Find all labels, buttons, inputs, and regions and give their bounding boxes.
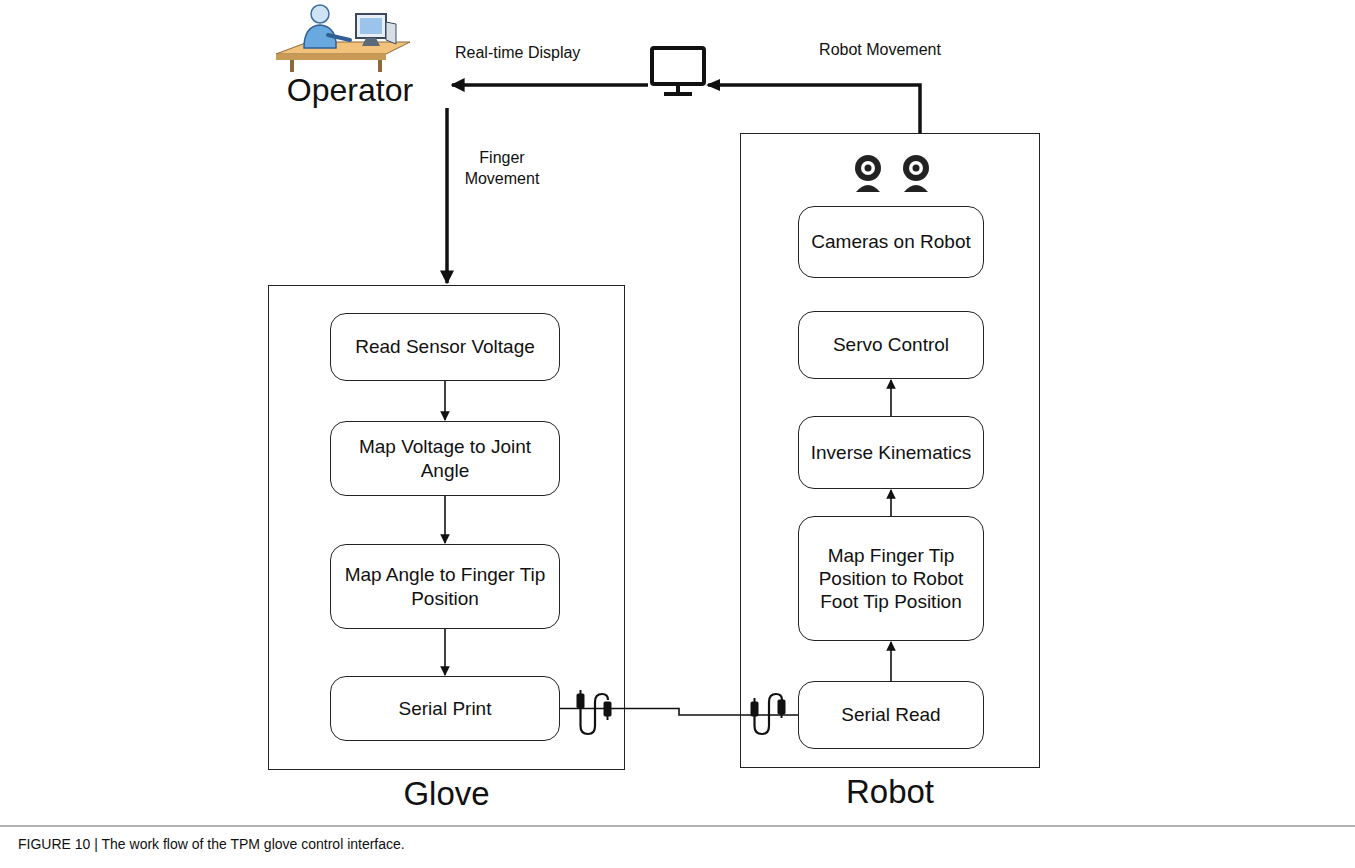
box-text: Map Finger Tip Position to Robot Foot Ti… [809, 544, 973, 614]
box-text: Map Angle to Finger Tip Position [341, 563, 549, 609]
flow-arrow [445, 108, 449, 283]
process-box: Inverse Kinematics [798, 416, 984, 489]
node-heading: Glove [229, 775, 664, 813]
flow-arrow [890, 642, 892, 681]
camera-icon [903, 155, 929, 192]
box-text: Inverse Kinematics [811, 441, 972, 464]
box-text: Cameras on Robot [811, 230, 970, 253]
flow-arrow [444, 381, 446, 420]
cable-icon [577, 690, 611, 734]
group-box: GloveRead Sensor VoltageMap Voltage to J… [268, 285, 625, 770]
process-box: Servo Control [798, 311, 984, 379]
process-box: Map Voltage to Joint Angle [330, 421, 560, 496]
box-text: Read Sensor Voltage [355, 335, 535, 358]
process-box: Map Angle to Finger Tip Position [330, 544, 560, 629]
caption-rule [0, 825, 1355, 827]
cable-icon [751, 694, 785, 734]
box-text: Servo Control [833, 333, 949, 356]
flow-arrow [444, 629, 446, 675]
box-text: Serial Print [399, 697, 492, 720]
process-box: Read Sensor Voltage [330, 313, 560, 381]
process-box: Cameras on Robot [798, 206, 984, 278]
box-text: Map Voltage to Joint Angle [341, 435, 549, 481]
flow-arrow [890, 490, 892, 516]
figure-caption: FIGURE 10 | The work flow of the TPM glo… [18, 836, 405, 852]
edge-label: Robot Movement [810, 40, 950, 61]
node-heading: Robot [701, 773, 1079, 811]
arrowhead [706, 79, 720, 91]
group-box: RobotCameras on RobotServo ControlInvers… [740, 133, 1040, 768]
operator-figure: Operator [250, 0, 450, 108]
box-text: Serial Read [841, 703, 940, 726]
flow-arrow [890, 380, 892, 416]
monitor-icon [652, 48, 704, 94]
flow-arrow [452, 85, 920, 133]
process-box: Serial Read [798, 681, 984, 749]
edge-label: Finger Movement [462, 148, 542, 190]
process-box: Map Finger Tip Position to Robot Foot Ti… [798, 516, 984, 641]
operator-icon [268, 2, 418, 74]
flow-label: Real-time Display [455, 44, 580, 62]
flow-arrow [444, 496, 446, 543]
node-heading: Operator [250, 72, 450, 109]
process-box: Serial Print [330, 676, 560, 741]
camera-icon [855, 155, 881, 192]
